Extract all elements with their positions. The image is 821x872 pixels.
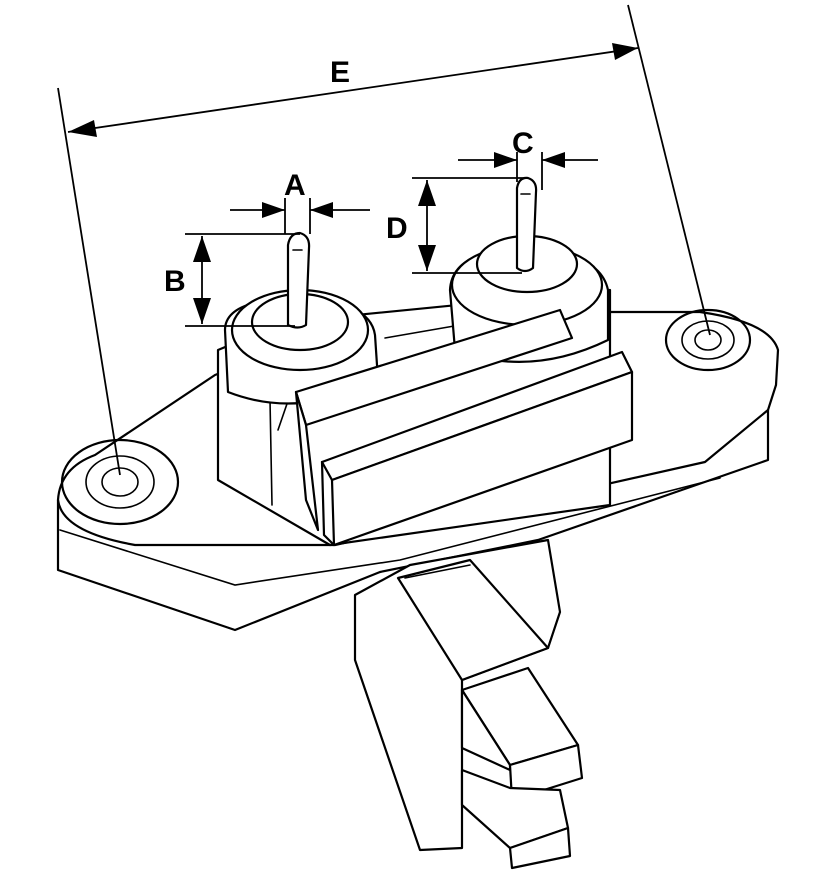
arrowhead xyxy=(612,43,638,60)
connector-body xyxy=(353,538,562,852)
connector-blade-lower xyxy=(460,768,572,870)
dimension-e: E xyxy=(57,4,711,476)
arrowhead xyxy=(542,152,565,168)
dimension-label-b: B xyxy=(164,265,186,298)
terminal-pin-left xyxy=(286,231,311,329)
dimension-label-c: C xyxy=(512,127,534,160)
arrowhead xyxy=(193,298,211,324)
terminal-pin-right xyxy=(515,176,538,273)
dimension-d: D xyxy=(386,177,528,274)
arrowhead xyxy=(418,180,436,206)
arrowhead xyxy=(494,152,517,168)
arrowhead xyxy=(310,202,333,218)
cooling-fin-front xyxy=(320,350,634,547)
dimension-label-d: D xyxy=(386,212,408,245)
dimension-a: A xyxy=(230,169,370,234)
mounting-hole-left xyxy=(60,438,180,526)
arrowhead xyxy=(262,202,285,218)
arrowhead xyxy=(193,236,211,262)
connector-blade-upper xyxy=(460,666,584,802)
dimension-label-e: E xyxy=(330,56,350,89)
dimension-b: B xyxy=(164,233,300,327)
dimension-label-a: A xyxy=(284,169,306,202)
cooling-fin-back xyxy=(294,308,574,532)
arrowhead xyxy=(68,120,97,137)
dimension-c: C xyxy=(458,127,598,190)
arrowhead xyxy=(418,245,436,271)
